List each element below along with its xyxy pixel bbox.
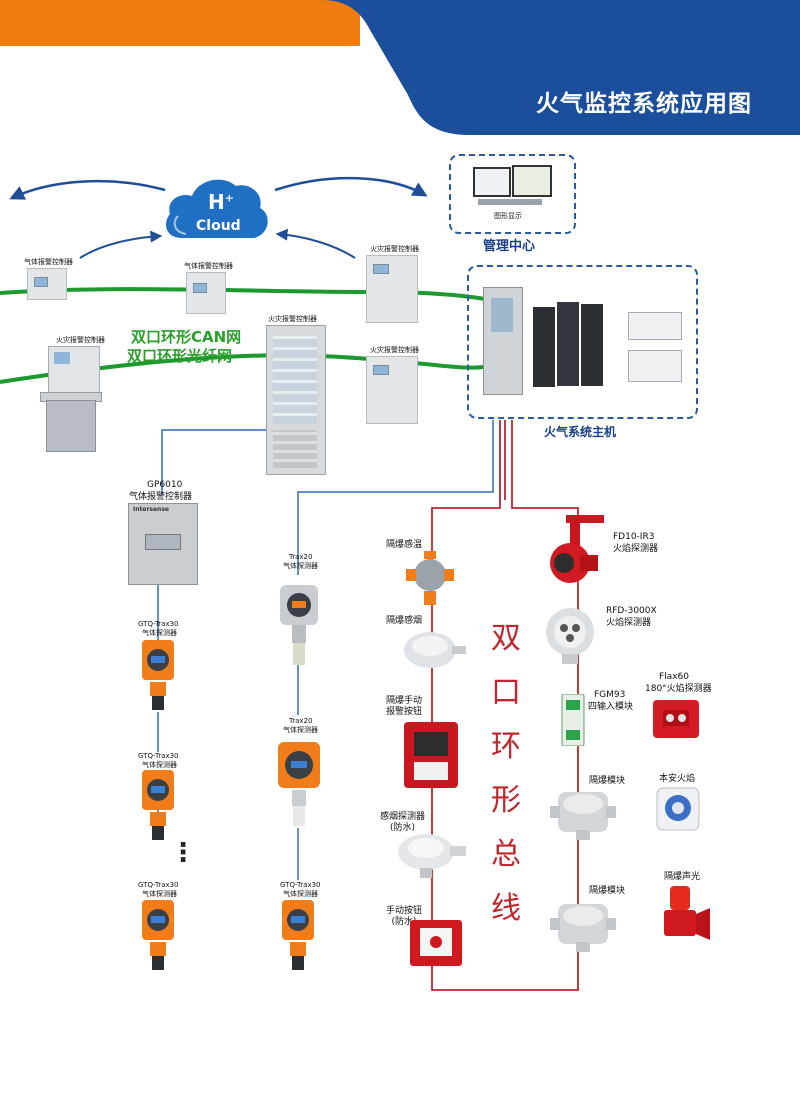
header-orange-band xyxy=(0,0,360,46)
left-det-1-name: 气体探测器 xyxy=(142,629,177,637)
left-det-2-name: 气体探测器 xyxy=(142,761,177,769)
beacon-label: 隔爆声光 xyxy=(664,872,701,882)
left-det-3-name: 气体探测器 xyxy=(142,890,177,898)
safe-flame-label: 本安火焰 xyxy=(659,774,696,784)
left-det-2-model: GTQ-Trax30 xyxy=(138,752,179,760)
loop-left-1-label: 隔爆感温 xyxy=(386,540,423,550)
gas-controller-left-label: 气体报警控制器 xyxy=(24,258,73,266)
monitor-right xyxy=(512,165,552,197)
fire-controller-top-label: 火灾报警控制器 xyxy=(370,245,419,253)
host-cabinet-panel xyxy=(491,298,513,332)
left-det-3-model: GTQ-Trax30 xyxy=(138,881,179,889)
iso-module-1-label: 隔爆模块 xyxy=(589,776,626,786)
mid-det-2-model: Trax20 xyxy=(289,717,313,725)
fgm-model: FGM93 xyxy=(594,690,626,700)
loop-left-4-text: 感烟探测器 (防水) xyxy=(380,812,426,833)
monitor-left xyxy=(473,167,511,197)
isolation-module-1 xyxy=(550,792,616,840)
left-detector-3 xyxy=(142,900,174,970)
loop-left-5-text: 手动按钮 (防水) xyxy=(386,906,423,927)
fire-controller-console-label: 火灾报警控制器 xyxy=(56,336,105,344)
host-title: 火气系统主机 xyxy=(544,425,617,439)
fd10-model: FD10-IR3 xyxy=(613,532,655,542)
rfd-model: RFD-3000X xyxy=(606,606,657,616)
flame-detector-flax60 xyxy=(653,700,699,738)
gp6010-name: 气体报警控制器 xyxy=(129,492,193,502)
bus-char-5: 总 xyxy=(491,837,521,872)
left-detector-1 xyxy=(142,640,174,710)
isolation-module-2 xyxy=(550,904,616,952)
flame-detector-rfd xyxy=(546,608,594,664)
mid-detector-2 xyxy=(278,742,320,826)
explosion-proof-beacon xyxy=(664,886,710,940)
manual-button-waterproof xyxy=(410,920,462,966)
bus-char-3: 环 xyxy=(491,729,521,764)
bus-char-4: 形 xyxy=(491,783,521,818)
smoke-detector-waterproof xyxy=(398,834,466,878)
gas-controller-mid-label: 气体报警控制器 xyxy=(184,262,233,270)
io-panel-1 xyxy=(628,312,682,340)
cloud-h: H xyxy=(208,190,225,214)
server-rack-1 xyxy=(533,307,555,387)
fgm-name: 四输入模块 xyxy=(588,702,634,712)
network-label-fiber: 双口环形光纤网 xyxy=(127,347,233,365)
network-label-can: 双口环形CAN网 xyxy=(131,328,242,346)
bus-char-1: 双 xyxy=(491,621,521,656)
loop-left-2-label: 隔爆感烟 xyxy=(386,616,423,626)
mid-det-1-model: Trax20 xyxy=(289,553,313,561)
bus-char-6: 线 xyxy=(491,891,521,926)
left-detector-2 xyxy=(142,770,174,840)
mid-detector-1 xyxy=(280,585,318,665)
fire-cabinet xyxy=(266,325,326,475)
ellipsis: ⋮ xyxy=(170,838,196,868)
mid-det-3-model: GTQ-Trax30 xyxy=(280,881,321,889)
fd10-name: 火焰探测器 xyxy=(613,544,659,554)
cloud-h-label: H+ xyxy=(208,190,234,214)
gas-controller-mid xyxy=(186,272,226,314)
bus-char-2: 口 xyxy=(491,675,521,710)
manual-call-point-ex xyxy=(404,722,458,788)
smoke-detector-ex xyxy=(404,632,466,668)
gp6010-controller: Intersense xyxy=(128,503,198,585)
heat-detector xyxy=(406,551,454,605)
iso-module-2-label: 隔爆模块 xyxy=(589,886,626,896)
management-center-box xyxy=(449,154,576,234)
flax-name: 180°火焰探测器 xyxy=(645,684,712,694)
management-center-title: 管理中心 xyxy=(483,239,536,254)
mid-det-2-name: 气体探测器 xyxy=(283,726,318,734)
io-panel-2 xyxy=(628,350,682,382)
loop-left-3-text: 隔爆手动 报警按钮 xyxy=(386,696,423,717)
fire-controller-cabinet-label: 火灾报警控制器 xyxy=(268,315,317,323)
page-title: 火气监控系统应用图 xyxy=(536,91,752,117)
rfd-name: 火焰探测器 xyxy=(606,618,652,628)
cloud-sup: + xyxy=(224,191,234,205)
gas-controller-left xyxy=(27,268,67,300)
mid-det-1-name: 气体探测器 xyxy=(283,562,318,570)
loop-left-4-label: 感烟探测器 (防水) xyxy=(380,812,425,834)
keyboard xyxy=(478,199,542,205)
fire-controller-bottom-label: 火灾报警控制器 xyxy=(370,346,419,354)
mid-det-3-name: 气体探测器 xyxy=(283,890,318,898)
loop-left-5-label: 手动按钮 (防水) xyxy=(386,906,422,928)
left-det-1-model: GTQ-Trax30 xyxy=(138,620,179,628)
host-box xyxy=(467,265,698,419)
loop-left-3-label: 隔爆手动 报警按钮 xyxy=(386,696,422,718)
gp6010-brand: Intersense xyxy=(133,506,169,513)
flame-detector-fd10 xyxy=(550,515,604,583)
mid-detector-3 xyxy=(282,900,314,970)
fire-console xyxy=(40,346,102,452)
server-rack-3 xyxy=(581,304,603,386)
server-rack-2 xyxy=(557,302,579,386)
flax-model: Flax60 xyxy=(659,672,689,682)
screen-caption: 图形显示 xyxy=(494,212,522,220)
fire-controller-top xyxy=(366,255,418,323)
header-blue-band xyxy=(322,0,800,135)
cloud-icon xyxy=(166,179,268,238)
fire-controller-bottom xyxy=(366,356,418,424)
input-module-fgm93 xyxy=(561,694,585,746)
cloud-text: Cloud xyxy=(196,218,241,234)
intrinsic-safe-flame-detector xyxy=(656,787,700,831)
gp6010-model: GP6010 xyxy=(147,480,183,490)
